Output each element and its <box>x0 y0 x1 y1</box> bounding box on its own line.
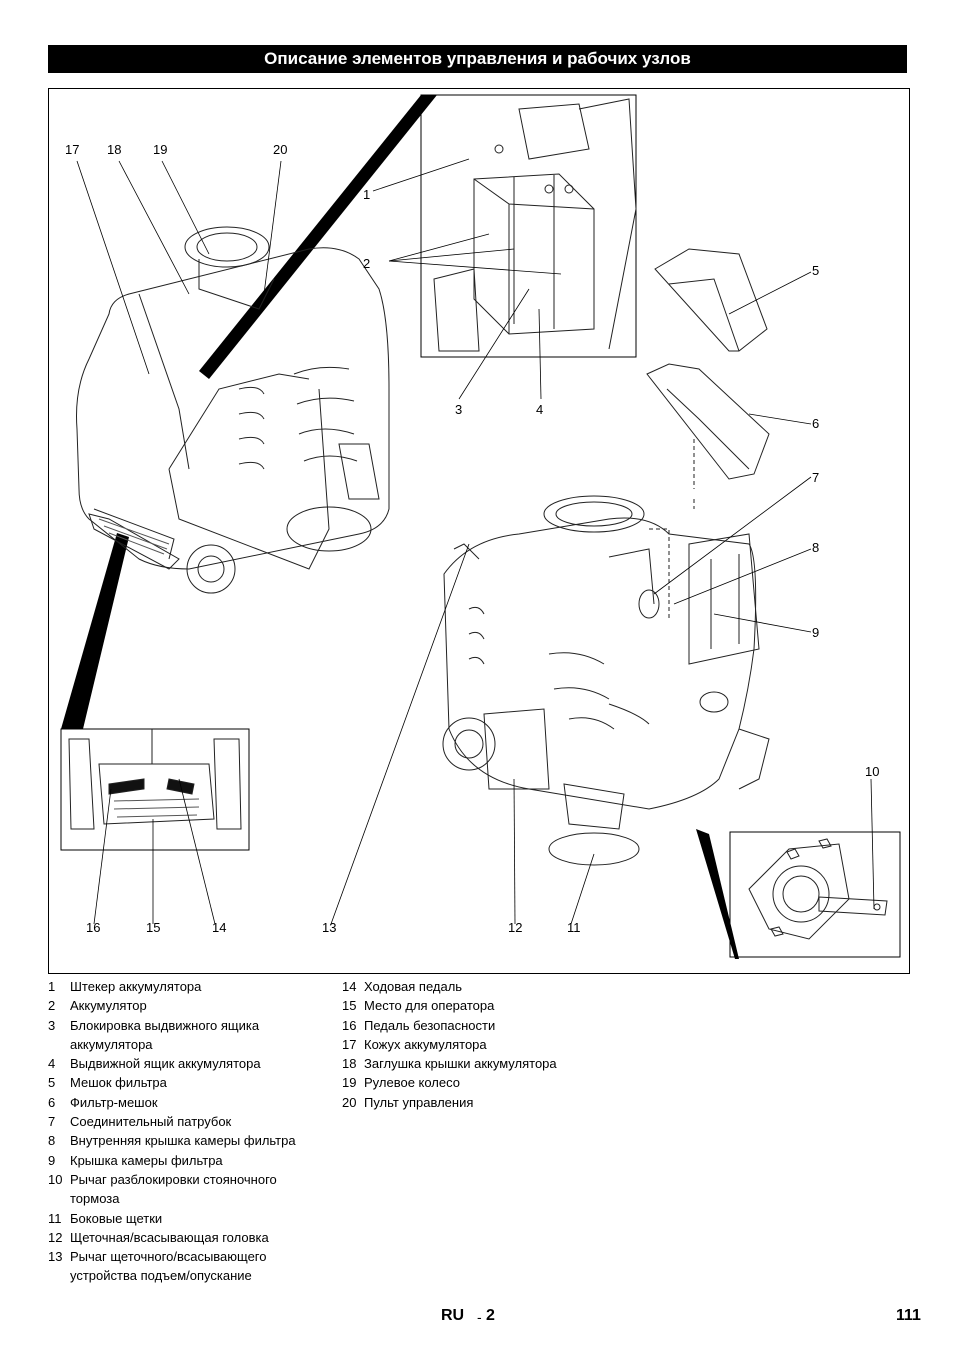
callout-18: 18 <box>107 142 122 157</box>
pedal-inset <box>60 728 250 851</box>
callout-13: 13 <box>322 920 337 935</box>
callout-2: 2 <box>363 256 371 271</box>
brake-inset <box>729 831 901 958</box>
footer-section: 2 <box>486 1307 495 1324</box>
callout-6: 6 <box>812 416 820 431</box>
machine-front-view <box>76 226 390 594</box>
callout-3: 3 <box>455 402 463 417</box>
page-title: Описание элементов управления и рабочих … <box>48 45 907 73</box>
machine-drawing <box>60 94 901 959</box>
technical-illustration: 17 18 19 20 1 2 3 4 5 6 7 8 9 10 11 12 1… <box>48 88 910 974</box>
callout-20: 20 <box>273 142 288 157</box>
callout-15: 15 <box>146 920 161 935</box>
footer-separator: - <box>477 1309 482 1325</box>
callout-14: 14 <box>212 920 227 935</box>
callout-19: 19 <box>153 142 168 157</box>
callout-4: 4 <box>536 402 544 417</box>
callout-12: 12 <box>508 920 523 935</box>
callout-10: 10 <box>865 764 880 779</box>
callout-11: 11 <box>567 920 581 935</box>
callout-5: 5 <box>812 263 820 278</box>
callout-7: 7 <box>812 470 820 485</box>
callout-8: 8 <box>812 540 820 555</box>
battery-inset <box>420 94 637 358</box>
callout-1: 1 <box>363 187 371 202</box>
footer-language: RU <box>441 1307 465 1324</box>
callout-9: 9 <box>812 625 820 640</box>
machine-rear-view <box>442 495 770 866</box>
callout-17: 17 <box>65 142 80 157</box>
page-number: 111 <box>896 1307 921 1324</box>
filter-bags <box>646 248 770 509</box>
callout-16: 16 <box>86 920 101 935</box>
